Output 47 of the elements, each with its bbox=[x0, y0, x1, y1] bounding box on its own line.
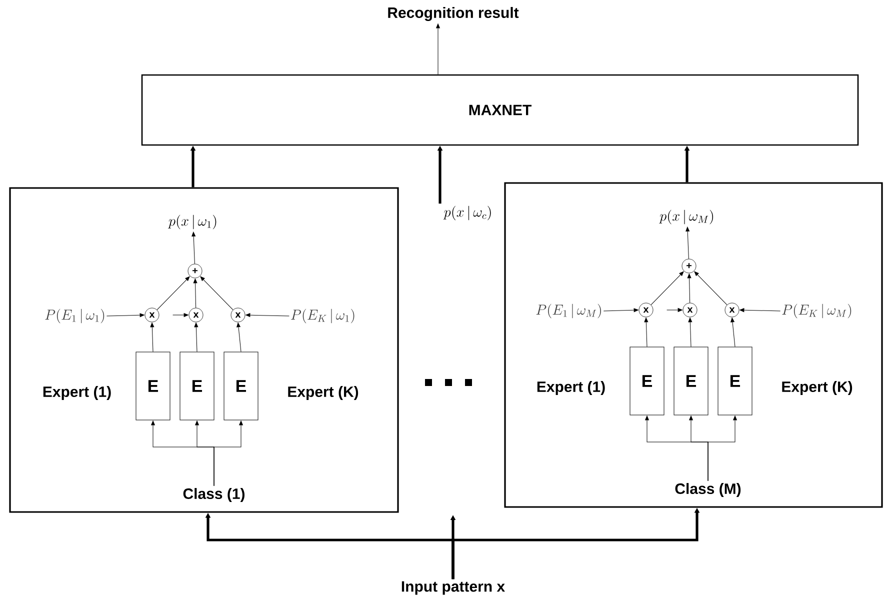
arrow bbox=[694, 271, 728, 306]
text-label: Input pattern x bbox=[402, 581, 505, 595]
formula-label: $p(x\,|\,\omega_M)$ bbox=[659, 210, 714, 224]
arrow bbox=[194, 322, 198, 352]
arrow bbox=[214, 420, 243, 486]
arrow bbox=[172, 313, 188, 317]
class-box bbox=[9, 187, 399, 513]
arrow bbox=[688, 318, 692, 347]
formula-label: $P(E_K\,|\,\omega_1)$ bbox=[291, 308, 354, 324]
arrow bbox=[687, 274, 692, 304]
text-label: Recognition result bbox=[388, 6, 519, 22]
process-box: MAXNET bbox=[141, 74, 859, 146]
expert-box: E bbox=[136, 352, 170, 420]
expert-label: Expert (1) bbox=[43, 386, 111, 400]
arrow bbox=[192, 232, 196, 264]
arrow bbox=[603, 308, 638, 312]
arrow bbox=[156, 276, 190, 310]
arrow bbox=[193, 278, 198, 308]
class-box bbox=[504, 182, 883, 508]
arrow bbox=[740, 308, 781, 312]
formula-label: $p(x\,|\,\omega_c)$ bbox=[443, 206, 491, 220]
arrow bbox=[644, 318, 648, 347]
formula-label: $P(E_K\,|\,\omega_M)$ bbox=[782, 304, 852, 318]
formula-label: $p(x\,|\,\omega_1)$ bbox=[168, 214, 216, 230]
expert-label: Expert (K) bbox=[782, 381, 852, 395]
arrow bbox=[708, 416, 737, 482]
arrow bbox=[236, 322, 242, 352]
expert-box: E bbox=[674, 346, 708, 416]
arrow bbox=[106, 313, 144, 318]
arrow bbox=[650, 271, 684, 306]
arrow bbox=[150, 322, 154, 352]
arrow bbox=[436, 24, 440, 75]
expert-box: E bbox=[630, 346, 664, 416]
expert-box: E bbox=[718, 346, 752, 416]
expert-box: E bbox=[224, 352, 258, 420]
arrow bbox=[730, 318, 736, 347]
expert-label: Expert (1) bbox=[537, 381, 605, 395]
arrow bbox=[666, 308, 682, 312]
formula-label: $P(E_1\,|\,\omega_1)$ bbox=[45, 308, 104, 324]
arrow bbox=[686, 226, 690, 260]
text-label: Class (1) bbox=[183, 488, 244, 502]
formula-label: $P(E_1\,|\,\omega_M)$ bbox=[536, 304, 601, 318]
arrow bbox=[200, 276, 234, 310]
expert-box: E bbox=[180, 352, 214, 420]
expert-label: Expert (K) bbox=[288, 386, 358, 400]
arrow bbox=[246, 313, 290, 318]
text-label: Class (M) bbox=[675, 483, 741, 497]
